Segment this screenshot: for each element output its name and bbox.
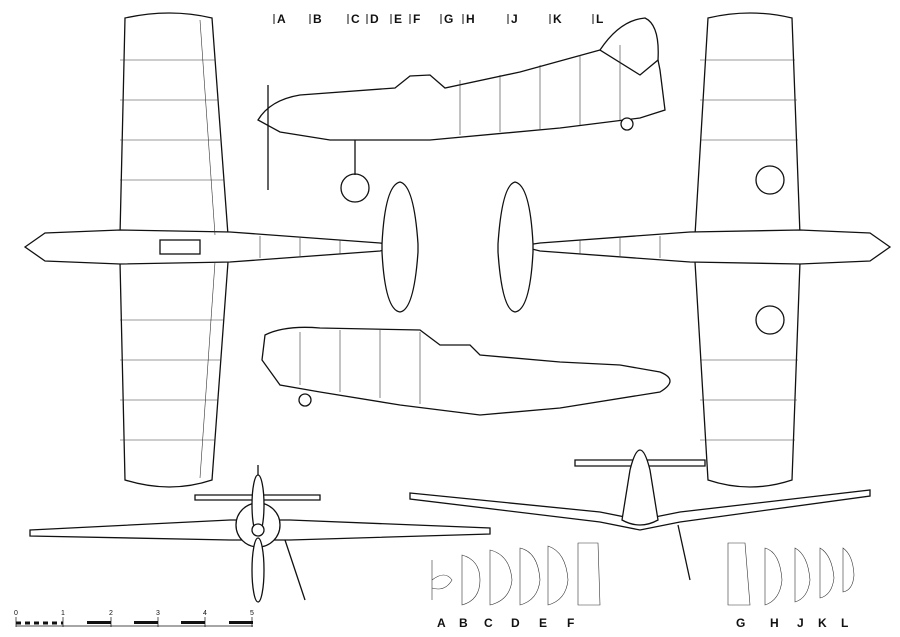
section-label: D — [511, 616, 520, 630]
scale-bar: 0 1 2 3 4 5 — [14, 610, 254, 627]
side-view-left — [257, 17, 666, 203]
station-label: K — [553, 12, 562, 26]
station-labels-top: A B C D E F G H J K L — [273, 12, 603, 26]
station-label: E — [394, 12, 402, 26]
scale-tick: 3 — [156, 610, 160, 617]
section-label: F — [567, 616, 574, 630]
section-l — [842, 547, 855, 593]
section-label: A — [437, 616, 446, 630]
side-view-fin — [599, 17, 659, 76]
side-view-right — [261, 326, 671, 416]
section-a — [431, 560, 453, 600]
underside-radiator-right — [755, 305, 785, 335]
section-label: J — [797, 616, 804, 630]
underside-view — [497, 12, 892, 488]
top-view — [23, 12, 419, 488]
rear-view — [409, 449, 871, 581]
station-label: J — [511, 12, 518, 26]
tail-wheel — [620, 117, 634, 131]
station-label: L — [596, 12, 603, 26]
underside-radiator-left — [755, 165, 785, 195]
front-view-gear — [284, 539, 306, 601]
scale-tick: 1 — [61, 610, 65, 617]
rear-view-gear — [677, 524, 691, 581]
side-view-right-fuselage — [261, 326, 671, 416]
section-j — [794, 547, 811, 603]
section-d — [519, 547, 541, 606]
front-view — [29, 465, 491, 603]
station-label: B — [313, 12, 322, 26]
section-label: C — [484, 616, 493, 630]
section-label: E — [539, 616, 547, 630]
top-view-tailplane — [381, 181, 419, 313]
top-view-canopy — [159, 239, 201, 255]
station-label: D — [370, 12, 379, 26]
section-b — [461, 554, 481, 606]
section-c — [489, 549, 513, 606]
section-e — [547, 545, 569, 606]
spinner — [251, 523, 265, 537]
station-label: G — [444, 12, 453, 26]
main-wheel — [340, 173, 370, 203]
station-label: H — [466, 12, 475, 26]
scale-tick: 2 — [109, 610, 113, 617]
section-label: H — [770, 616, 779, 630]
section-label: B — [459, 616, 468, 630]
scale-tick: 0 — [14, 610, 18, 617]
section-label: G — [736, 616, 745, 630]
scale-tick: 5 — [250, 610, 254, 617]
scale-tick: 4 — [203, 610, 207, 617]
cross-sections — [431, 542, 855, 606]
section-h — [764, 547, 783, 606]
top-view-fuselage — [23, 229, 401, 265]
section-g — [727, 542, 751, 606]
underside-fuselage — [519, 229, 892, 265]
side-view-fuselage — [257, 39, 666, 141]
side-view-right-tail-wheel — [298, 393, 312, 407]
section-label: K — [818, 616, 827, 630]
section-k — [819, 547, 835, 599]
front-view-propeller-blade — [251, 537, 265, 603]
rear-view-fuselage — [621, 449, 659, 526]
station-label: F — [413, 12, 420, 26]
section-labels-bottom: A B C D E F G H J K L — [437, 616, 848, 630]
section-label: L — [841, 616, 848, 630]
section-f — [577, 542, 601, 606]
station-label: A — [277, 12, 286, 26]
station-label: C — [351, 12, 360, 26]
underside-tailplane — [497, 181, 534, 313]
